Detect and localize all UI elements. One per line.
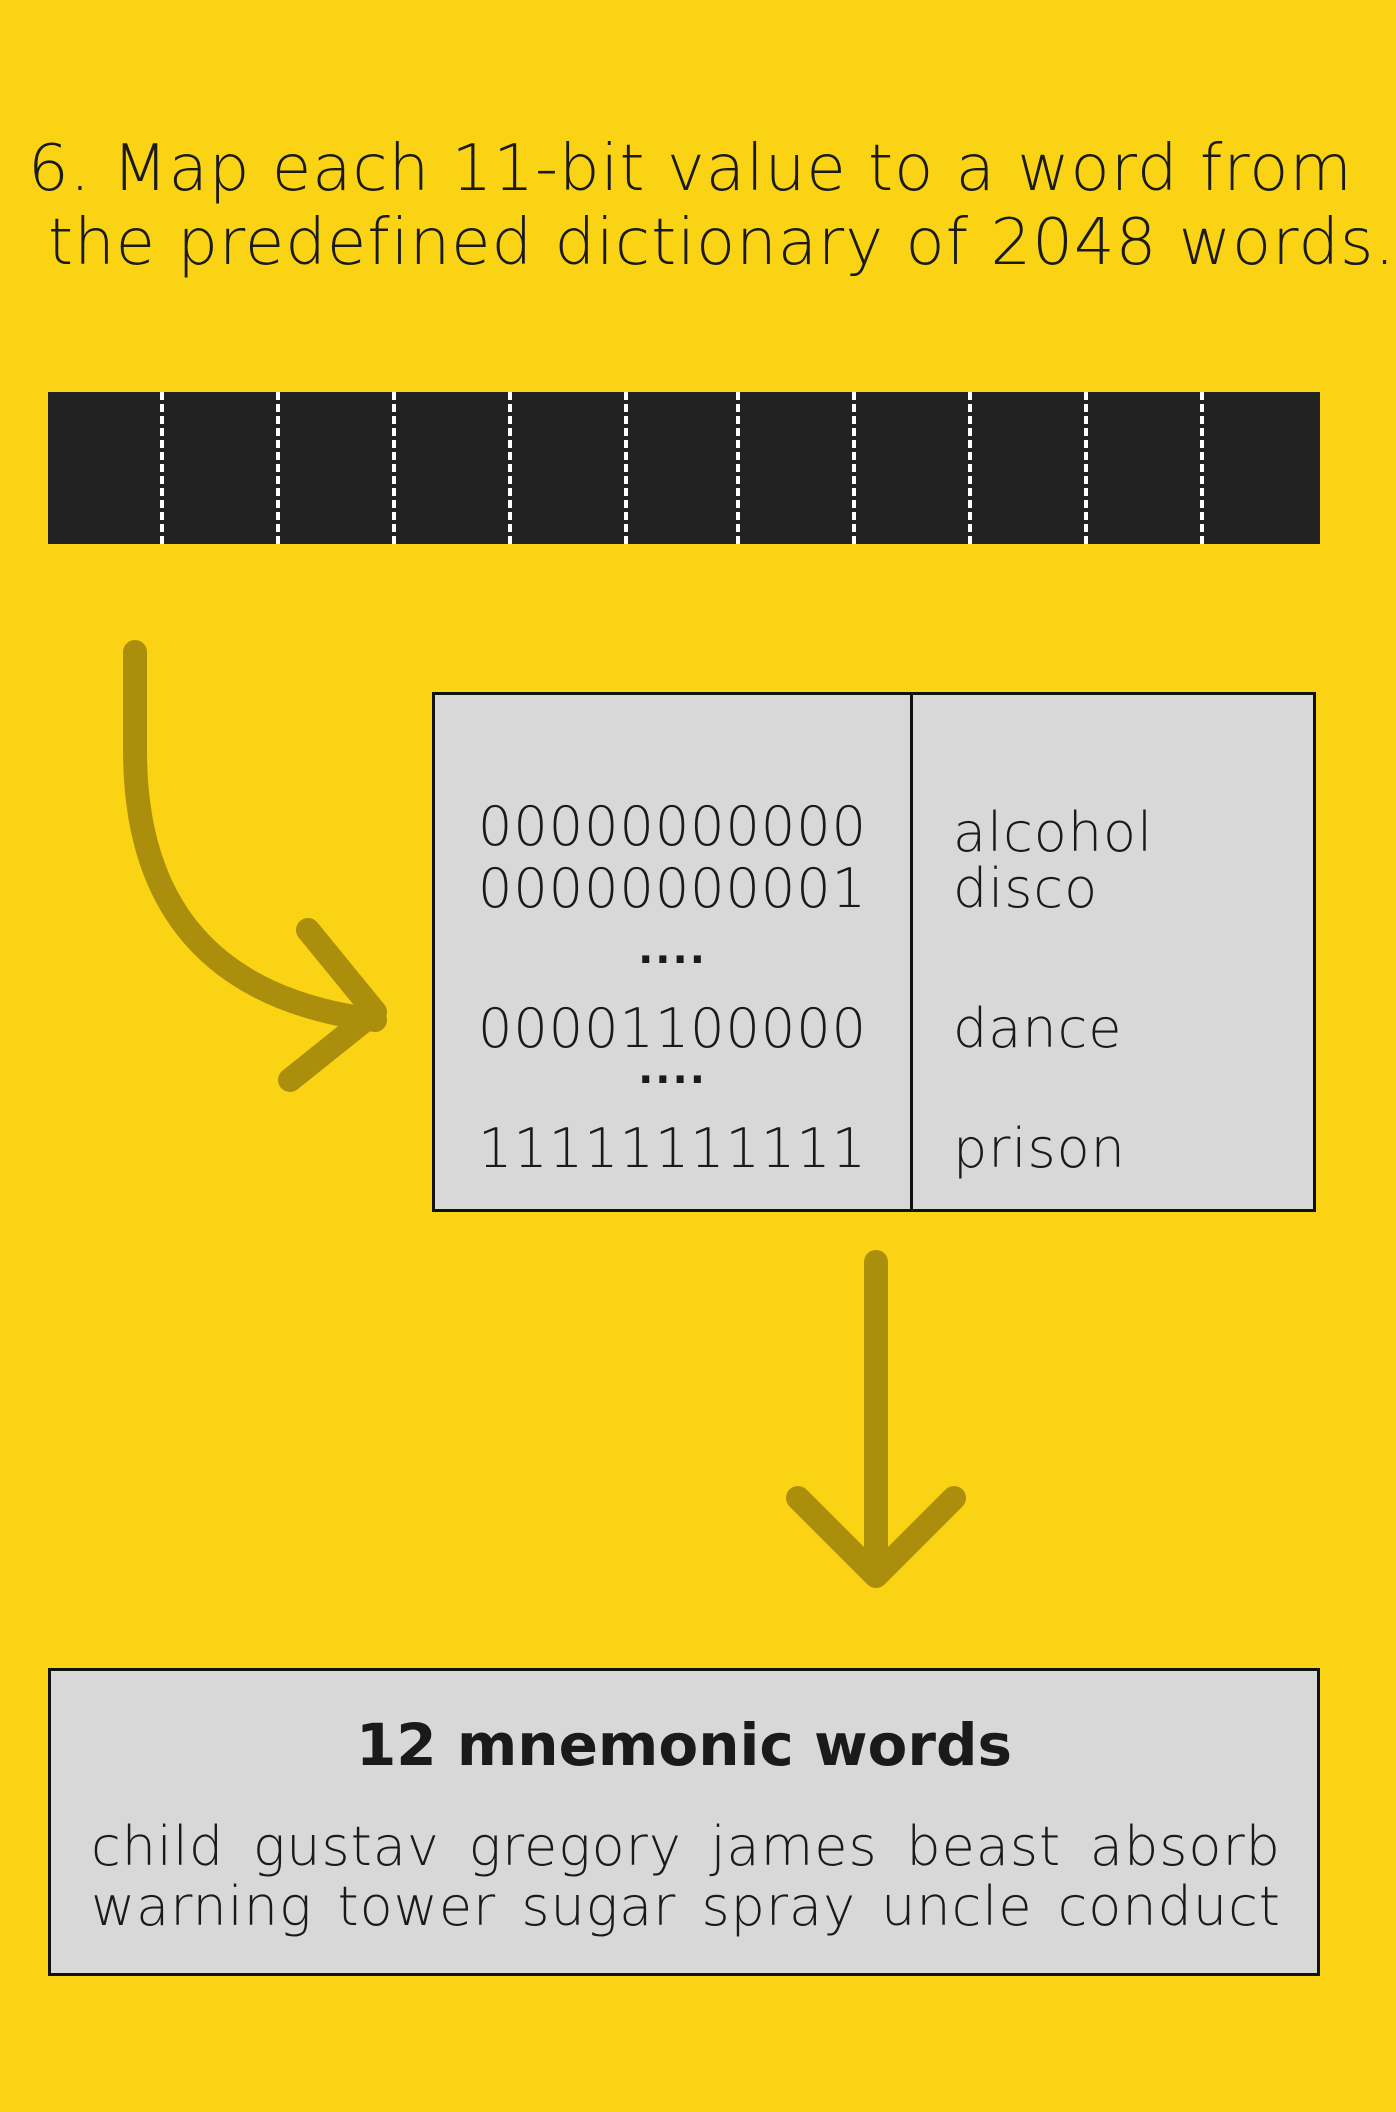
mnemonic-word: sugar <box>521 1875 677 1938</box>
bits-value: 11111111111 <box>478 1117 867 1180</box>
mnemonic-word: beast <box>906 1815 1062 1878</box>
segment-divider <box>1084 392 1088 544</box>
segment-divider <box>392 392 396 544</box>
mnemonic-word: absorb <box>1089 1815 1281 1878</box>
segment-divider <box>1200 392 1204 544</box>
mnemonic-word: gregory <box>468 1815 682 1878</box>
segment-divider <box>852 392 856 544</box>
bits-value: 00001100000 <box>478 997 867 1060</box>
mnemonic-word: gustav <box>252 1815 440 1878</box>
result-title: 12 mnemonic words <box>355 1711 1013 1779</box>
title-line-1: 6. Map each 11-bit value to a word from <box>28 132 1353 206</box>
ellipsis: .... <box>638 927 707 973</box>
down-arrow-icon <box>786 1250 966 1588</box>
bits-column: 00000000000 00000000001 .... 00001100000… <box>435 695 910 1209</box>
mnemonic-result-box: 12 mnemonic words child gustav gregory j… <box>48 1668 1320 1976</box>
mnemonic-word: warning <box>91 1875 313 1938</box>
dictionary-word: prison <box>953 1117 1126 1180</box>
column-divider <box>910 695 913 1209</box>
mnemonic-word: child <box>91 1815 225 1878</box>
mnemonic-word: tower <box>337 1875 497 1938</box>
bits-value: 00000000000 <box>478 795 867 858</box>
bit-sequence-bar <box>48 392 1320 544</box>
dictionary-table: 00000000000 00000000001 .... 00001100000… <box>432 692 1316 1212</box>
mnemonic-word: uncle <box>881 1875 1033 1938</box>
segment-divider <box>736 392 740 544</box>
title-line-2: the predefined dictionary of 2048 words. <box>48 206 1396 280</box>
page-title: 6. Map each 11-bit value to a word from … <box>28 132 1396 280</box>
mnemonic-word: spray <box>701 1875 857 1938</box>
mnemonic-word: james <box>710 1815 878 1878</box>
segment-divider <box>276 392 280 544</box>
segment-divider <box>624 392 628 544</box>
words-column: alcohol disco dance prison <box>913 695 1313 1209</box>
word-row: warning tower sugar spray uncle conduct <box>91 1875 1281 1938</box>
segment-divider <box>160 392 164 544</box>
segment-divider <box>508 392 512 544</box>
bits-value: 00000000001 <box>478 857 867 920</box>
mnemonic-word: conduct <box>1057 1875 1281 1938</box>
ellipsis: .... <box>638 1047 707 1093</box>
dictionary-word: disco <box>953 857 1099 920</box>
segment-divider <box>968 392 972 544</box>
word-row: child gustav gregory james beast absorb <box>91 1815 1281 1878</box>
dictionary-word: dance <box>953 997 1123 1060</box>
curved-arrow-icon <box>123 640 387 1092</box>
dictionary-word: alcohol <box>953 801 1154 864</box>
